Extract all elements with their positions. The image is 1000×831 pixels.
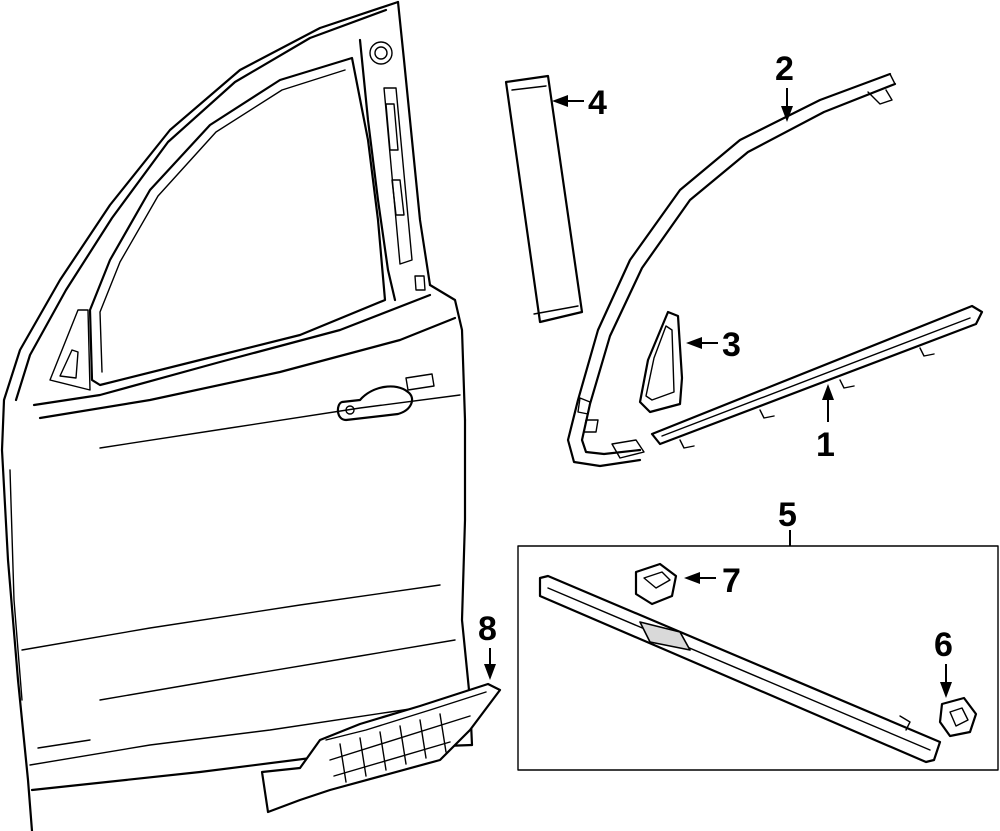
arrow-6	[940, 682, 952, 698]
callout-7: 7	[722, 562, 741, 600]
part-2-frame-molding	[566, 72, 897, 468]
leader-lines	[484, 88, 952, 698]
callout-4: 4	[588, 84, 607, 122]
callout-5: 5	[778, 496, 797, 534]
arrow-1	[822, 384, 834, 400]
callout-8: 8	[478, 610, 497, 648]
part-8-emblem-molding	[260, 682, 502, 814]
arrow-8	[484, 664, 496, 680]
callout-labels: 1 2 3 4 5 6 7 8	[478, 50, 953, 664]
callout-3: 3	[722, 326, 741, 364]
arrow-3	[686, 337, 702, 349]
callout-6: 6	[934, 626, 953, 664]
part-4-pillar-applique	[504, 74, 584, 324]
part-1-belt-molding	[650, 304, 984, 449]
arrow-7	[684, 572, 700, 584]
part-5-detail-box	[517, 545, 999, 771]
front-door-shell	[0, 0, 474, 831]
arrow-2	[781, 106, 793, 122]
callout-1: 1	[816, 426, 835, 464]
arrow-4	[552, 95, 568, 107]
callout-2: 2	[775, 50, 794, 88]
part-3-triangle-applique	[638, 310, 684, 414]
